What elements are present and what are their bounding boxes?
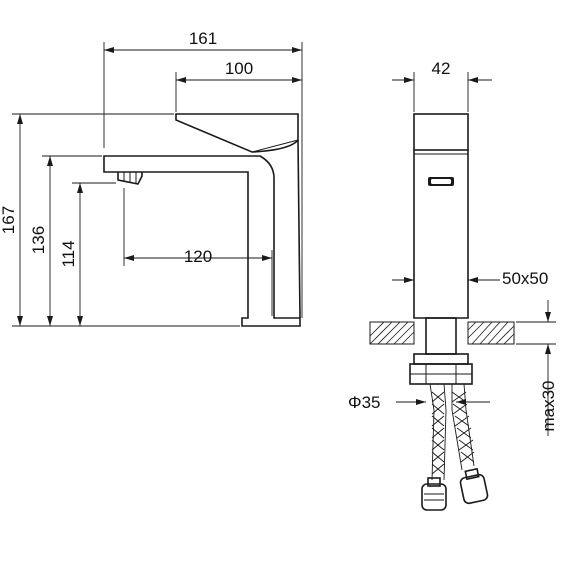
dimension-label-136: 136: [29, 226, 48, 254]
dimension-label-114: 114: [59, 240, 78, 267]
front-view-body: [413, 150, 469, 319]
dimension-label-120: 120: [184, 247, 212, 266]
side-view-aerator: [117, 172, 143, 185]
dimension-label-42: 42: [432, 59, 451, 78]
side-view-body-outline: [103, 155, 301, 327]
dimension-120: 120: [123, 188, 273, 316]
dimension-label-100: 100: [225, 59, 253, 78]
dimension-136: 136: [29, 155, 102, 326]
hose-connector-right: [459, 473, 489, 505]
side-view-rear-edge: [297, 139, 301, 319]
side-view: [103, 113, 301, 327]
dimension-max30: max30: [516, 300, 558, 436]
dimension-label-diameter-35: Φ35: [348, 393, 380, 412]
side-view-handle-joint: [251, 139, 299, 153]
dimension-50x50: 50x50: [392, 269, 548, 288]
deck-section: [369, 321, 515, 345]
mounting-hardware: [409, 317, 473, 385]
shank: [425, 317, 457, 355]
front-view: [413, 113, 469, 319]
dimension-diameter-35: Φ35: [348, 393, 490, 412]
braided-hoses: [421, 383, 489, 511]
dimension-label-161: 161: [189, 29, 217, 48]
dimension-100: 100: [175, 59, 302, 112]
dimension-42: 42: [392, 59, 492, 112]
dimension-label-50x50: 50x50: [502, 269, 548, 288]
dimension-label-167: 167: [0, 206, 18, 234]
dimension-167: 167: [0, 113, 240, 327]
dimension-161: 161: [103, 29, 303, 318]
fixing-nut: [413, 353, 469, 365]
front-view-handle: [413, 113, 469, 151]
dimension-114: 114: [59, 182, 116, 326]
dimension-label-max30: max30: [539, 380, 558, 431]
hose-connector-left: [421, 483, 447, 511]
side-view-handle: [175, 113, 299, 153]
